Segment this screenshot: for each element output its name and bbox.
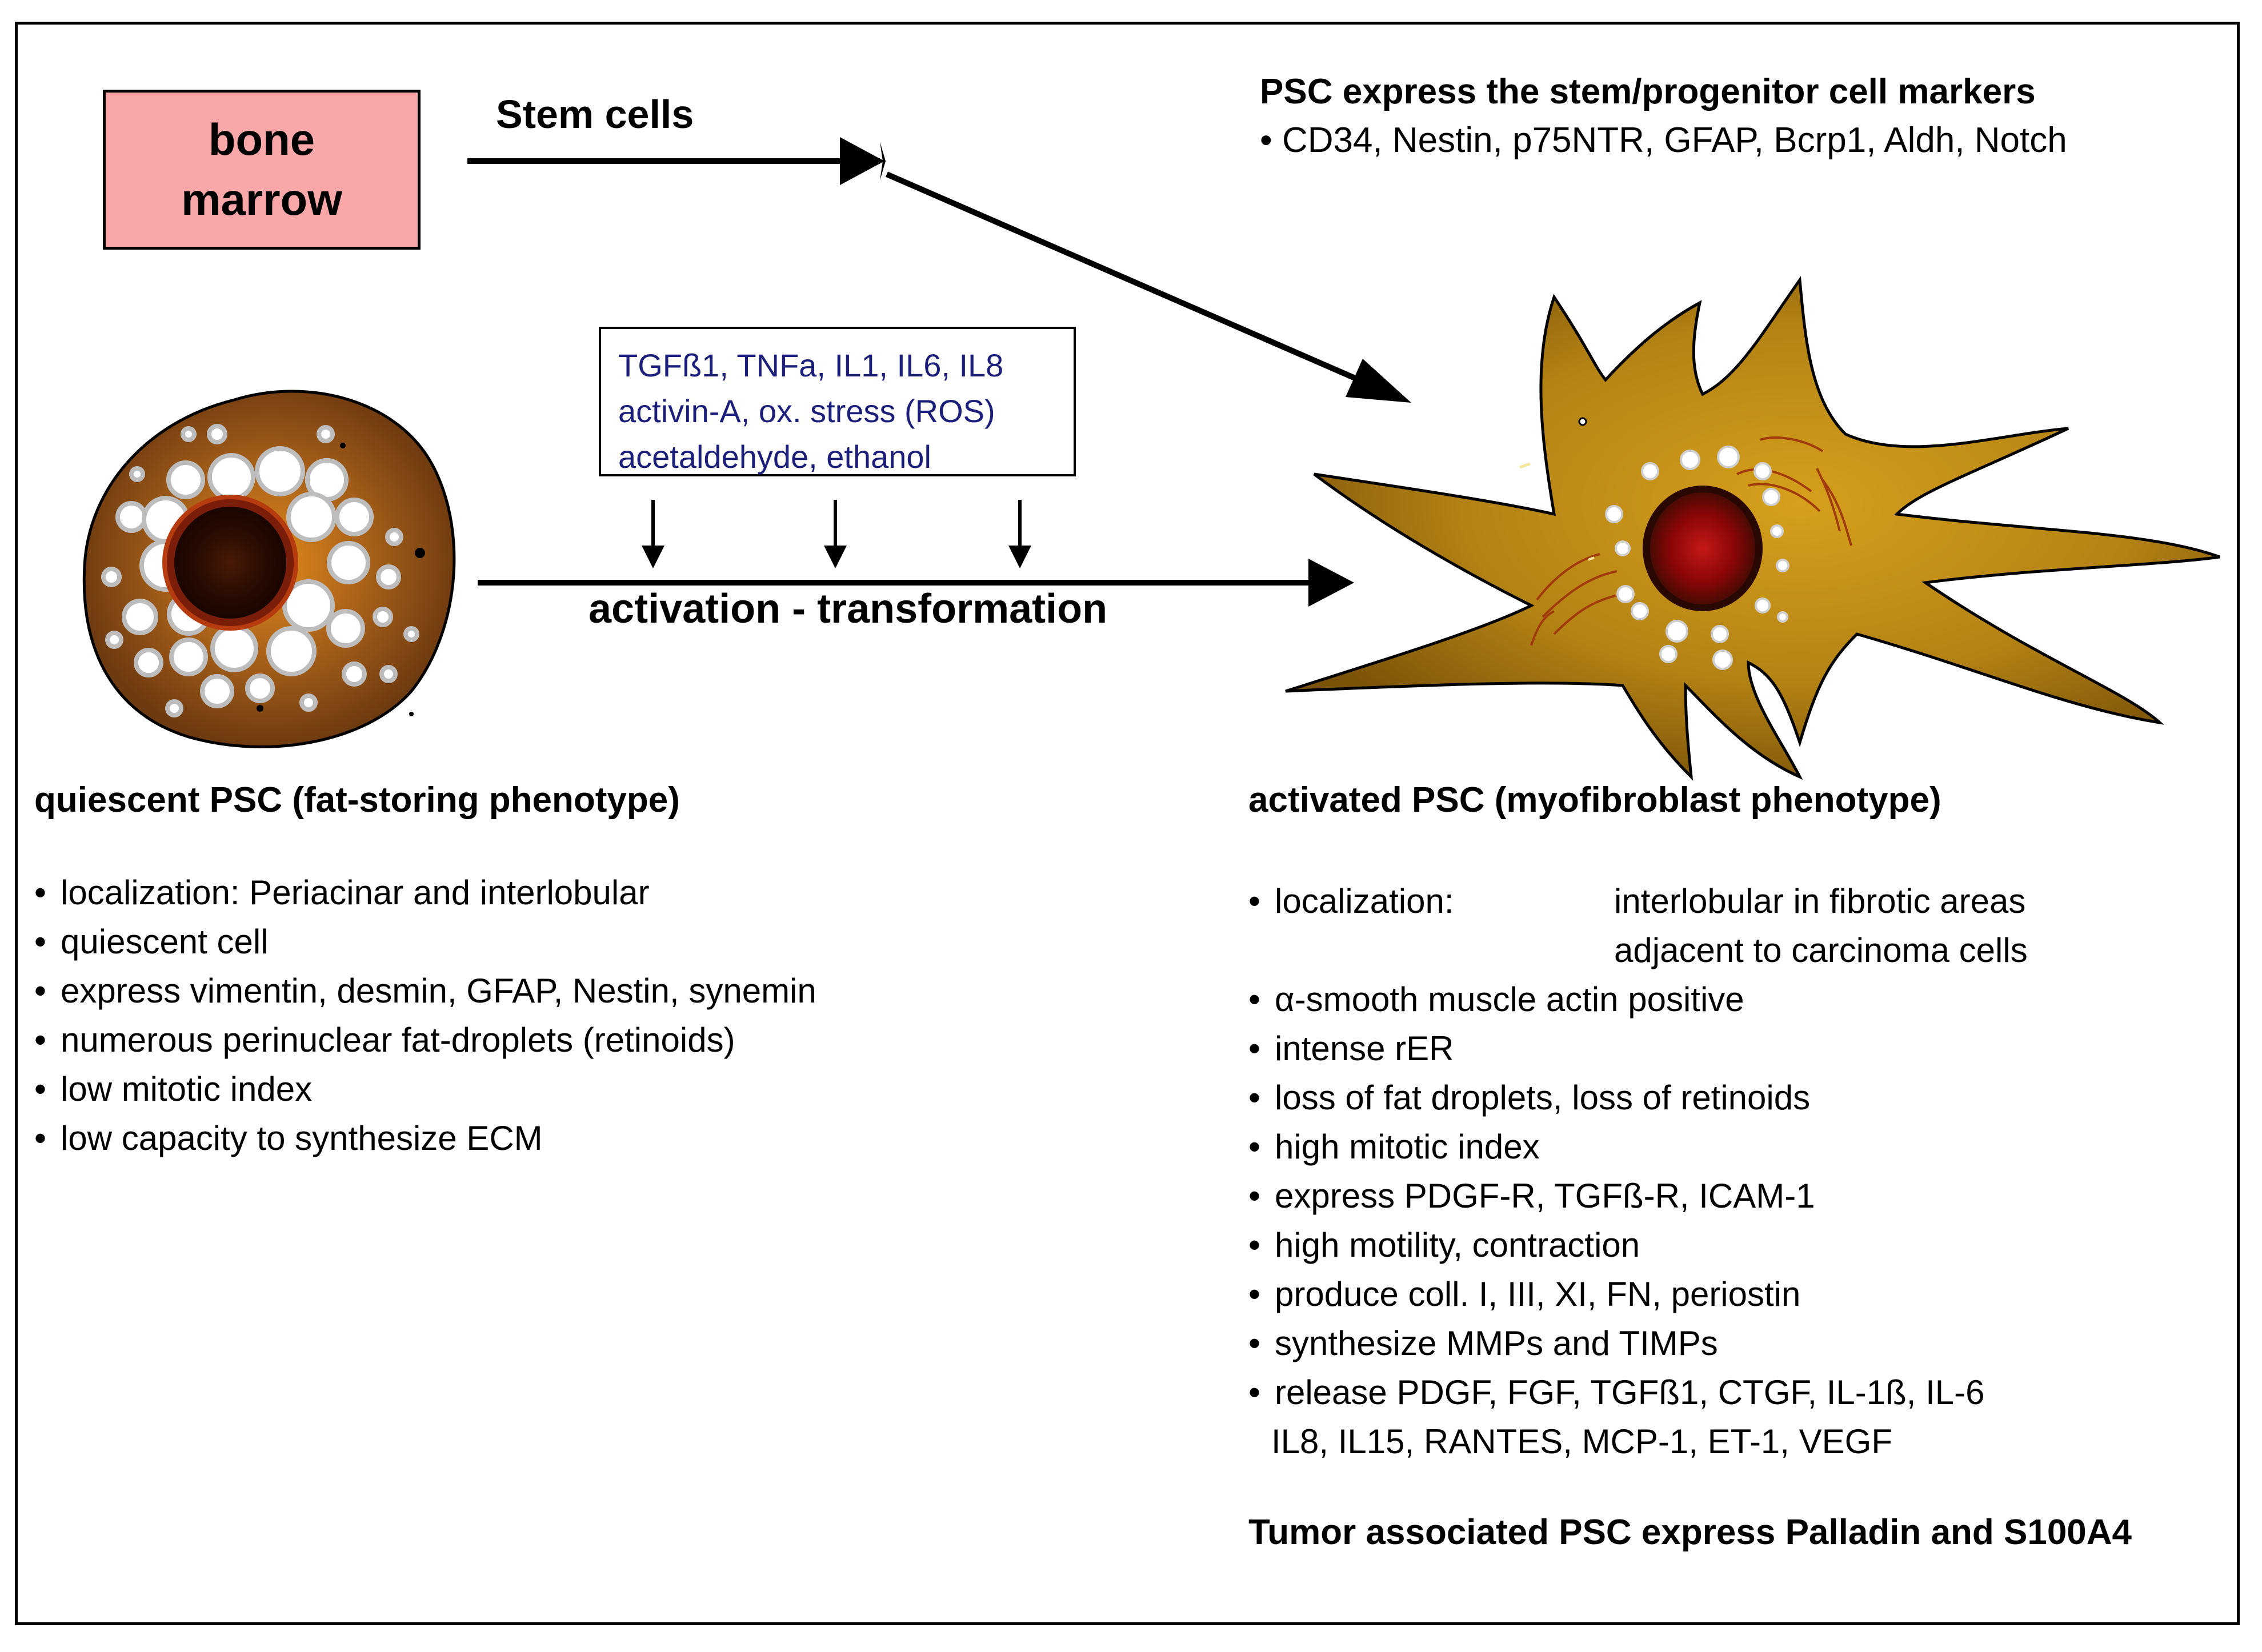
- list-item: •α-smooth muscle actin positive: [1248, 980, 1744, 1019]
- list-item: •localization:interlobular in fibrotic a…: [1248, 882, 2026, 920]
- list-item: •high motility, contraction: [1248, 1226, 1640, 1264]
- list-item: •localization: Periacinar and interlobul…: [34, 873, 650, 912]
- list-item: •intense rER: [1248, 1029, 1454, 1068]
- markers-items: CD34, Nestin, p75NTR, GFAP, Bcrp1, Aldh,…: [1282, 121, 2067, 160]
- list-item: •low mitotic index: [34, 1070, 313, 1108]
- quiescent-title: quiescent PSC (fat-storing phenotype): [34, 780, 680, 820]
- list-item: •loss of fat droplets, loss of retinoids: [1248, 1078, 1811, 1117]
- factors-line2: activin-A, ox. stress (ROS): [618, 393, 995, 429]
- quiescent-cell-illustration: [82, 390, 456, 748]
- list-item: •express vimentin, desmin, GFAP, Nestin,…: [34, 972, 816, 1010]
- stem-cells-label: Stem cells: [496, 92, 694, 137]
- bone-marrow-line2: marrow: [181, 174, 342, 224]
- bone-marrow-box: bone marrow: [103, 90, 421, 250]
- activation-label: activation - transformation: [588, 586, 1108, 632]
- activating-factors-box: TGFß1, TNFa, IL1, IL6, IL8 activin-A, ox…: [599, 327, 1076, 476]
- activated-title: activated PSC (myofibroblast phenotype): [1248, 780, 1941, 820]
- list-item: •release PDGF, FGF, TGFß1, CTGF, IL-1ß, …: [1248, 1373, 1985, 1412]
- list-item: IL8, IL15, RANTES, MCP-1, ET-1, VEGF: [1271, 1422, 1893, 1461]
- activation-arrow: [478, 559, 1354, 607]
- list-item: •numerous perinuclear fat-droplets (reti…: [34, 1021, 735, 1059]
- factor-arrows: [642, 500, 1031, 568]
- footer-note: Tumor associated PSC express Palladin an…: [1248, 1513, 2132, 1552]
- stem-cell-arrow: [467, 137, 886, 185]
- list-item: •low capacity to synthesize ECM: [34, 1119, 543, 1157]
- list-item: adjacent to carcinoma cells: [1614, 931, 2028, 969]
- bone-marrow-line1: bone: [208, 114, 315, 165]
- quiescent-list: •localization: Periacinar and interlobul…: [34, 868, 816, 1163]
- list-item: •high mitotic index: [1248, 1128, 1540, 1166]
- list-item: •express PDGF-R, TGFß-R, ICAM-1: [1248, 1177, 1815, 1215]
- factors-line1: TGFß1, TNFa, IL1, IL6, IL8: [618, 347, 1004, 383]
- diagram-frame: [15, 22, 2240, 1625]
- list-item: •quiescent cell: [34, 923, 269, 961]
- markers-list: • CD34, Nestin, p75NTR, GFAP, Bcrp1, Ald…: [1260, 121, 2067, 160]
- factors-line3: acetaldehyde, ethanol: [618, 439, 931, 475]
- stem-cell-diagonal-arrow: [886, 171, 1411, 403]
- activated-cell-illustration: [1285, 275, 2220, 781]
- list-item: •produce coll. I, III, XI, FN, periostin: [1248, 1275, 1801, 1313]
- list-item: •synthesize MMPs and TIMPs: [1248, 1324, 1718, 1362]
- markers-title: PSC express the stem/progenitor cell mar…: [1260, 72, 2036, 111]
- activated-list: •localization:interlobular in fibrotic a…: [1248, 877, 2028, 1466]
